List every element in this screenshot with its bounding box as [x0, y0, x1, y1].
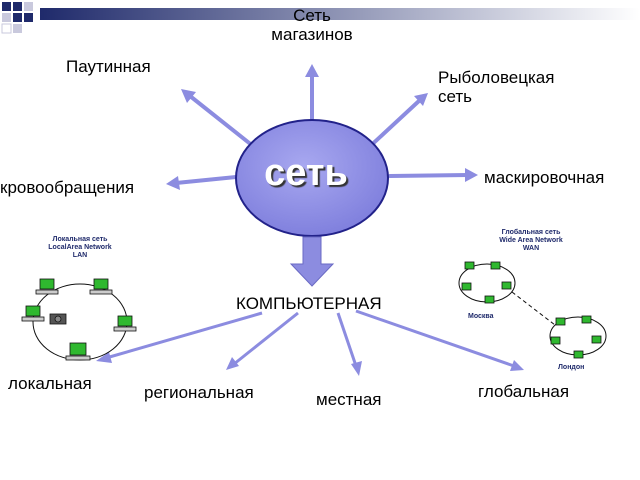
- lan-caption-line2: LocalArea Network: [48, 244, 112, 251]
- header-decoration: [1, 2, 640, 34]
- label-web: Паутинная: [66, 57, 151, 76]
- arrow-to-circulatory: [166, 175, 238, 190]
- label-shops: Сеть магазинов: [266, 6, 358, 44]
- label-fishing: Рыболовецкая сеть: [438, 68, 554, 106]
- center-ellipse: [235, 119, 389, 237]
- arrow-to-camouflage: [388, 168, 478, 182]
- arrow-to-local: [96, 311, 263, 363]
- label-regional: региональная: [144, 383, 254, 402]
- computer-icon: [21, 278, 137, 361]
- label-fishing-line2: сеть: [438, 87, 473, 106]
- arrow-to-fishing: [364, 93, 428, 152]
- label-metro: местная: [316, 390, 382, 409]
- wan-city-right: Лондон: [558, 364, 585, 371]
- wan-caption-line3: WAN: [522, 245, 540, 252]
- wan-diagram: [458, 261, 607, 359]
- lan-caption-line3: LAN: [72, 252, 88, 259]
- arrow-to-regional: [226, 311, 299, 370]
- arrow-to-metro: [336, 312, 362, 376]
- wan-caption: Глобальная сеть Wide Area Network WAN: [476, 229, 586, 253]
- label-fishing-line1: Рыболовецкая: [438, 68, 555, 87]
- down-arrow: [289, 236, 335, 287]
- computer-icon: [461, 261, 602, 359]
- lan-diagram: [21, 278, 137, 361]
- label-shops-line2: магазинов: [271, 25, 353, 44]
- arrow-to-global: [355, 309, 524, 371]
- label-computer: КОМПЬЮТЕРНАЯ: [236, 294, 382, 313]
- lan-caption: Локальная сеть LocalArea Network LAN: [30, 236, 130, 260]
- wan-caption-line1: Глобальная сеть: [501, 229, 561, 236]
- label-circulatory: кровообращения: [0, 178, 135, 197]
- wan-city-left: Москва: [468, 313, 494, 320]
- printer-icon: [49, 313, 67, 325]
- label-local: локальная: [8, 374, 92, 393]
- arrow-to-web: [181, 89, 260, 152]
- label-camouflage: маскировочная: [484, 168, 605, 187]
- wan-caption-line2: Wide Area Network: [499, 237, 563, 244]
- label-shops-line1: Сеть: [293, 6, 331, 25]
- lan-caption-line1: Локальная сеть: [52, 236, 108, 243]
- center-label: сеть: [264, 152, 348, 194]
- label-global: глобальная: [478, 382, 570, 401]
